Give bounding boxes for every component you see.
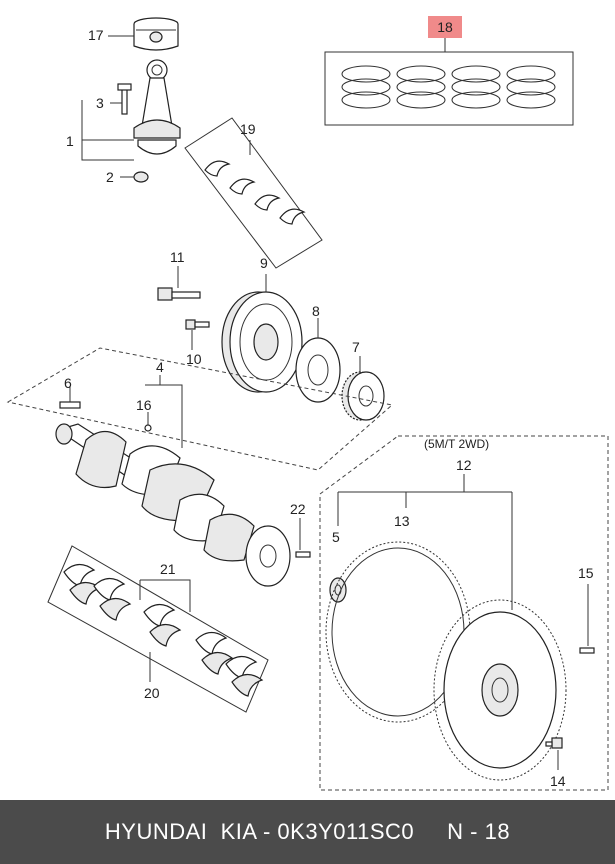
- crankshaft-frame: [6, 347, 394, 471]
- callout-1: 1: [66, 133, 74, 149]
- callout-4: 4: [156, 359, 164, 375]
- callout-17: 17: [88, 27, 104, 43]
- callout-6: 6: [64, 375, 72, 391]
- flywheel-assembly: (5M/T 2WD) 12 5 13 15: [319, 435, 609, 791]
- bearing-frame: [184, 117, 323, 269]
- callout-19: 19: [240, 121, 256, 137]
- rod-bearing-set: 19: [184, 117, 323, 269]
- pilot-bearing: [329, 577, 347, 603]
- ring-stack-1: [341, 65, 391, 109]
- callout-16: 16: [136, 397, 152, 413]
- callout-11: 11: [170, 249, 185, 265]
- pulley-plate: 8: [295, 303, 341, 403]
- flywheel-frame: [319, 435, 609, 791]
- highlight-box: [428, 16, 462, 38]
- ring-stack-4: [506, 65, 556, 109]
- flywheel-pin: 15: [578, 565, 595, 654]
- parts-diagram: 18 17 3 1 2 19: [6, 16, 609, 791]
- flywheel-bolt: 14: [545, 737, 566, 789]
- callout-10: 10: [186, 351, 202, 367]
- footer-part-text: HYUNDAI KIA - 0K3Y011SC0 N - 18: [104, 819, 511, 844]
- crankshaft: [55, 423, 291, 587]
- callout-21: 21: [160, 561, 176, 577]
- callout-14: 14: [550, 773, 566, 789]
- piston: 17: [88, 17, 179, 51]
- rod-bolt: [121, 87, 128, 115]
- callout-18: 18: [437, 19, 453, 35]
- callout-2: 2: [106, 169, 114, 185]
- callout-13: 13: [394, 513, 410, 529]
- pulley-bolt: 11: [157, 249, 201, 301]
- timing-sprocket: 7: [341, 339, 385, 421]
- callout-5: 5: [332, 529, 340, 545]
- callout-15: 15: [578, 565, 594, 581]
- callout-3: 3: [96, 95, 104, 111]
- callout-22: 22: [290, 501, 306, 517]
- callout-20: 20: [144, 685, 160, 701]
- key: [59, 401, 81, 409]
- crankshaft-pulley: 9: [221, 255, 303, 393]
- crankshaft-assembly: 4 6 16: [6, 347, 394, 587]
- callout-12: 12: [456, 457, 472, 473]
- main-bearing-set: 21 20: [47, 545, 269, 713]
- callout-7: 7: [352, 339, 360, 355]
- rod-nut: [133, 171, 149, 183]
- ring-set-frame: [324, 51, 574, 126]
- piston-ring-set: 18: [324, 16, 574, 126]
- small-bolt: 10: [185, 319, 210, 367]
- flywheel: [433, 599, 567, 781]
- callout-9: 9: [260, 255, 268, 271]
- ring-stack-3: [451, 65, 501, 109]
- main-bearing-frame: [47, 545, 269, 713]
- dowel-pin: 22: [290, 501, 311, 558]
- callout-8: 8: [312, 303, 320, 319]
- footer-bar: HYUNDAI KIA - 0K3Y011SC0 N - 18: [0, 800, 615, 864]
- ring-stack-2: [396, 65, 446, 109]
- connecting-rod: 3 1 2: [66, 59, 181, 185]
- variant-note: (5M/T 2WD): [424, 437, 489, 451]
